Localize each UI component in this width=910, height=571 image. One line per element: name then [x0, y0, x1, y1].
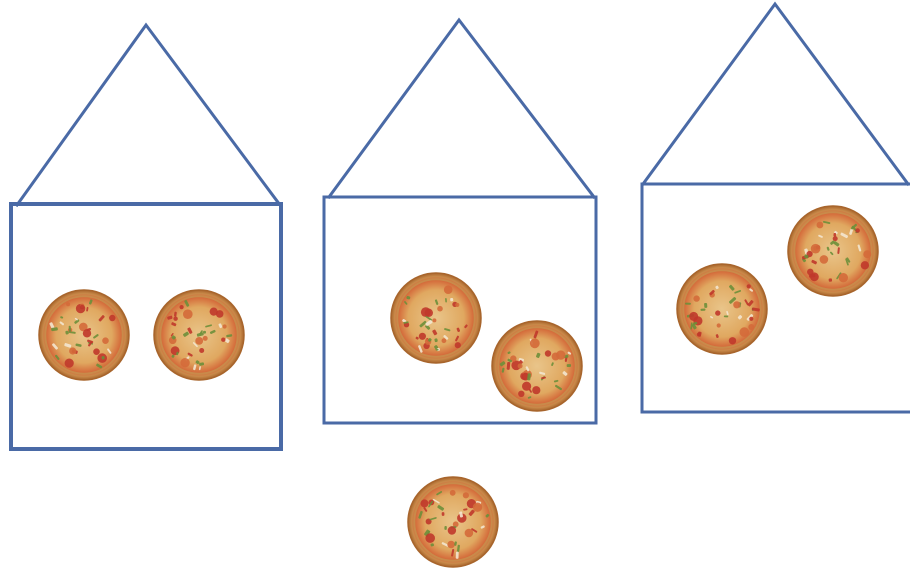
pizza [677, 264, 767, 354]
pizza [788, 206, 878, 296]
house-1 [11, 25, 281, 449]
pizza [391, 273, 481, 363]
pizza [154, 290, 244, 380]
loose-pizza [408, 477, 498, 567]
house-3-roof [643, 4, 908, 184]
house-2-roof [329, 20, 594, 197]
house-2 [324, 20, 596, 423]
house-3 [642, 4, 910, 412]
pizza [492, 321, 582, 411]
pizza [39, 290, 129, 380]
house-1-roof [17, 25, 280, 205]
